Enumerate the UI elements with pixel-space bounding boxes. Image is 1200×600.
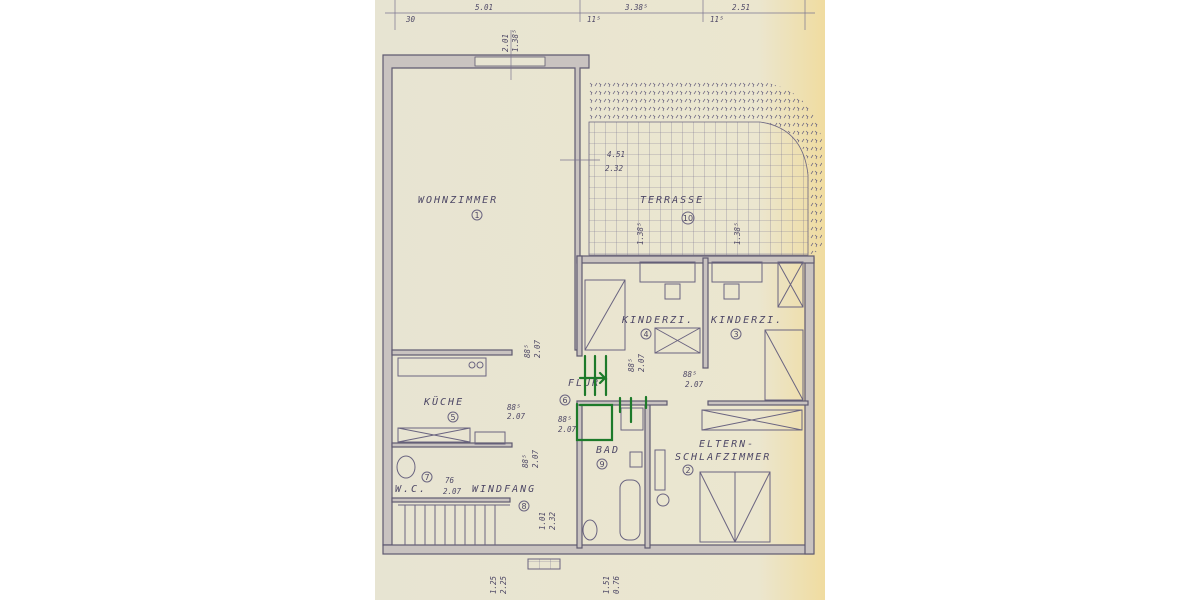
dim-bad-window-1: 1.51 (602, 576, 611, 594)
room-number-6: 6 (562, 396, 567, 405)
green-annotation-marks (575, 354, 648, 442)
window-wohnzimmer (474, 56, 546, 67)
room-label-schlafzimmer: SCHLAFZIMMER (675, 452, 771, 463)
dim-top-3: 2.51 (732, 3, 750, 12)
furniture (396, 261, 804, 570)
room-label-wohnzimmer: WOHNZIMMER (418, 195, 498, 206)
dim-door-flur-h: 2.07 (533, 339, 542, 358)
dim-door-bad-h: 2.07 (558, 425, 577, 434)
dim-door-windfang-w: 88⁵ (521, 454, 530, 468)
room-label-terrasse: TERRASSE (640, 195, 704, 206)
room-label-eltern: ELTERN- (699, 439, 755, 450)
room-number-7: 7 (424, 473, 429, 482)
dim-kinder-window-1: 1.38⁵ (636, 222, 645, 245)
dim-offset-1: 30 (405, 15, 416, 24)
room-labels: WOHNZIMMER 1 TERRASSE 10 KINDERZI. 4 KIN… (395, 195, 783, 512)
terrace-tiles (588, 121, 809, 256)
room-number-9: 9 (599, 460, 604, 469)
dim-window-wohn-2: 1.38⁵ (511, 29, 520, 52)
room-number-3: 3 (733, 330, 738, 339)
room-label-wc: W.C. (395, 484, 427, 495)
room-label-kinderzi-4: KINDERZI. (621, 315, 694, 326)
room-label-kueche: KÜCHE (423, 395, 464, 408)
room-label-windfang: WINDFANG (472, 484, 536, 495)
dim-door-windfang-h: 2.07 (531, 449, 540, 468)
dim-entry-window-2: 2.25 (499, 575, 508, 594)
room-number-5: 5 (450, 413, 455, 422)
dim-door-k4-w: 88⁵ (627, 358, 636, 372)
dim-offset-3: 11⁵ (710, 15, 724, 24)
dim-terrace-door-2: 2.32 (605, 164, 624, 173)
room-number-2: 2 (685, 466, 690, 475)
dim-entry-door-1: 1.01 (538, 512, 547, 530)
room-number-10: 10 (683, 214, 693, 223)
dim-door-flur-w: 88⁵ (523, 344, 532, 358)
dim-kinder-window-2: 1.38⁵ (733, 222, 742, 245)
dim-door-wc-h: 2.07 (443, 487, 462, 496)
dim-door-kueche-w: 88⁵ (507, 403, 521, 412)
dim-terrace-door-1: 4.51 (607, 150, 625, 159)
walls (382, 54, 815, 555)
dim-bad-window-2: 0.76 (612, 575, 621, 594)
dim-window-wohn-1: 2.01 (501, 34, 510, 52)
room-number-8: 8 (521, 502, 526, 511)
top-dimension-line: 5.01 3.38⁵ 2.51 30 11⁵ 11⁵ (385, 0, 815, 30)
dim-offset-2: 11⁵ (587, 15, 601, 24)
dim-door-k4-h: 2.07 (637, 353, 646, 372)
dim-top-2: 3.38⁵ (624, 3, 648, 12)
door-dimensions: 88⁵ 2.07 88⁵ 2.07 88⁵ 2.07 88⁵ 2.07 88⁵ … (443, 339, 704, 594)
room-label-flur: FLUR (568, 378, 600, 389)
room-label-bad: BAD (596, 445, 620, 456)
dim-door-bad-w: 88⁵ (558, 415, 572, 424)
dim-door-wc-w: 76 (445, 476, 455, 485)
dim-door-kueche-h: 2.07 (507, 412, 526, 421)
dim-entry-door-2: 2.32 (548, 511, 557, 530)
dim-entry-window-1: 1.25 (489, 575, 498, 594)
dim-top-1: 5.01 (475, 3, 493, 12)
room-number-4: 4 (643, 330, 648, 339)
room-number-1: 1 (474, 211, 479, 220)
dim-door-eltern-w: 88⁵ (683, 370, 697, 379)
garden-gravel-area (589, 82, 822, 255)
room-label-kinderzi-3: KINDERZI. (710, 315, 783, 326)
dim-door-eltern-h: 2.07 (685, 380, 704, 389)
